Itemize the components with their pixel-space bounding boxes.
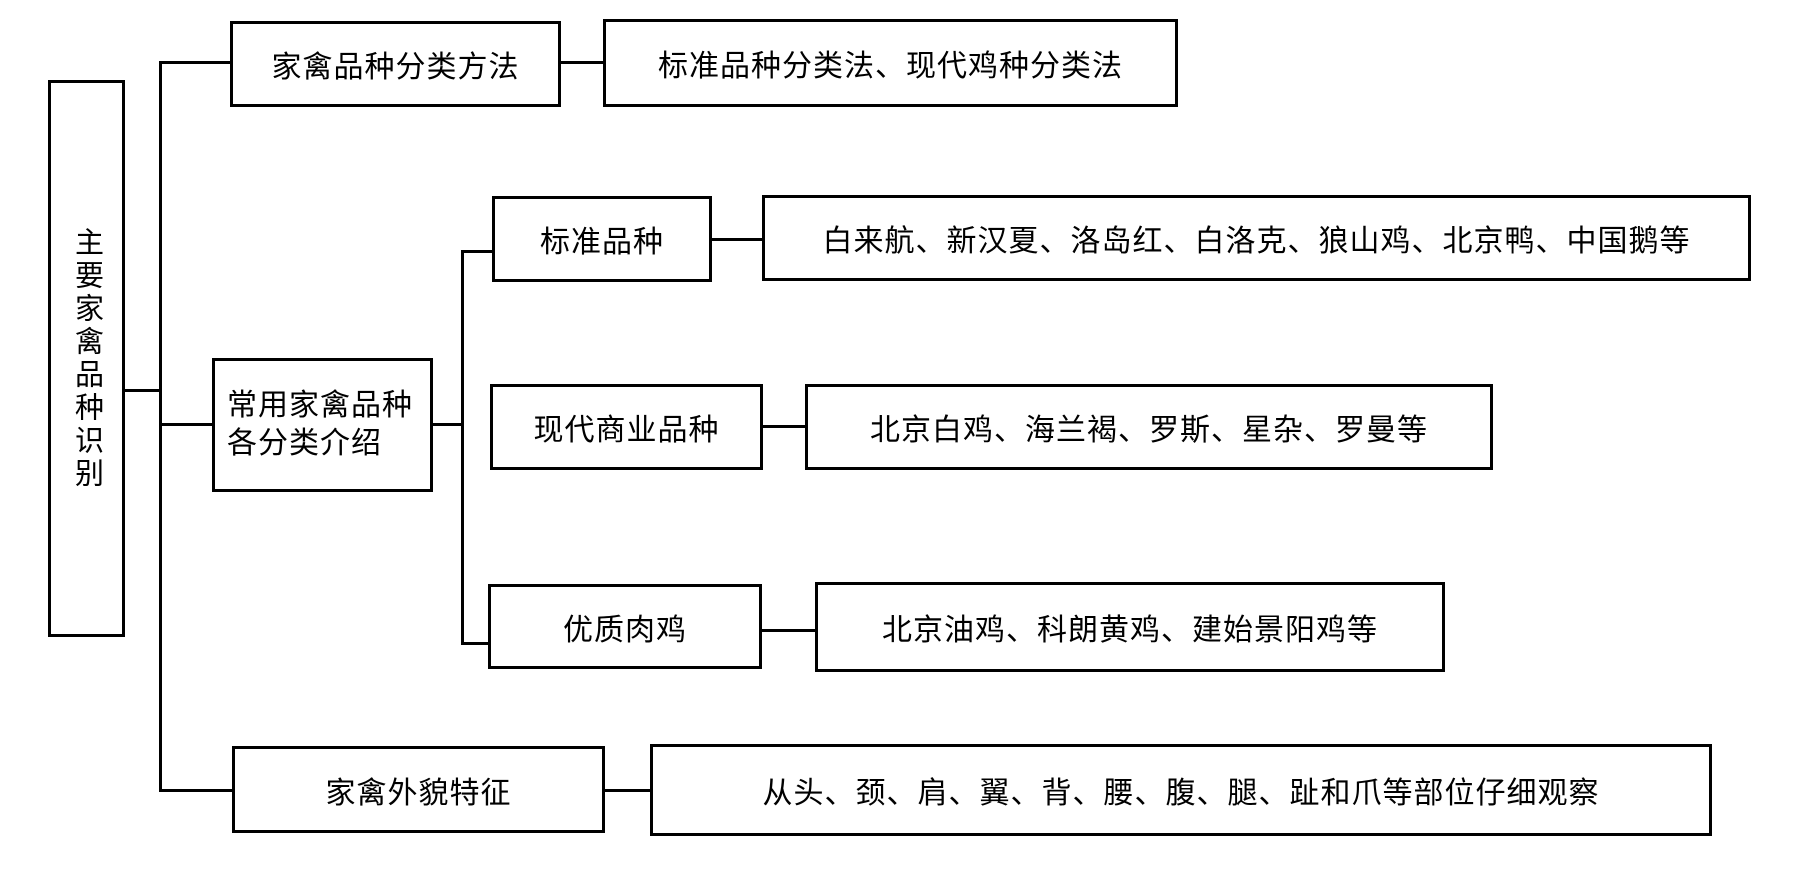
child-commercial-breeds-detail-label: 北京白鸡、海兰褐、罗斯、星杂、罗曼等 [870, 414, 1428, 447]
connector-b-stub [461, 250, 494, 253]
connector-branch3-stub [159, 789, 234, 792]
connector-main-trunk [159, 61, 162, 792]
branch-classification-methods-detail-label: 标准品种分类法、现代鸡种分类法 [658, 50, 1123, 83]
connector-d1-d2-stub [760, 629, 817, 632]
child-standard-breeds-detail: 白来航、新汉夏、洛岛红、白洛克、狼山鸡、北京鸭、中国鹅等 [762, 195, 1751, 281]
connector-e1-e2-stub [603, 789, 650, 792]
child-standard-breeds-detail-label: 白来航、新汉夏、洛岛红、白洛克、狼山鸡、北京鸭、中国鹅等 [822, 225, 1691, 258]
connector-branch2-stub [159, 423, 214, 426]
connector-sub-trunk [461, 250, 464, 645]
child-quality-meat-chicken-detail-label: 北京油鸡、科朗黄鸡、建始景阳鸡等 [882, 614, 1378, 647]
connector-a1-a2-stub [559, 61, 605, 64]
child-commercial-breeds-node: 现代商业品种 [490, 384, 763, 470]
connector-root-stub [123, 389, 161, 392]
category-introduction-label-line1: 常用家禽品种 [227, 388, 413, 422]
branch-category-introduction-label: 常用家禽品种各分类介绍 [227, 387, 413, 464]
connector-b1-b2-stub [710, 238, 764, 241]
branch-category-introduction-node: 常用家禽品种各分类介绍 [212, 358, 433, 492]
child-quality-meat-chicken-node: 优质肉鸡 [488, 584, 762, 669]
child-quality-meat-chicken-detail: 北京油鸡、科朗黄鸡、建始景阳鸡等 [815, 582, 1445, 672]
root-node-label: 主要家禽品种识别 [70, 226, 103, 491]
branch-appearance-features-detail-label: 从头、颈、肩、翼、背、腰、腹、腿、趾和爪等部位仔细观察 [762, 777, 1600, 810]
branch-appearance-features-node: 家禽外貌特征 [232, 746, 605, 833]
root-node: 主要家禽品种识别 [48, 80, 125, 637]
child-quality-meat-chicken-label: 优质肉鸡 [563, 613, 687, 647]
branch-classification-methods-detail: 标准品种分类法、现代鸡种分类法 [603, 19, 1178, 107]
child-commercial-breeds-detail: 北京白鸡、海兰褐、罗斯、星杂、罗曼等 [805, 384, 1493, 470]
category-introduction-label-line2: 各分类介绍 [227, 427, 382, 460]
branch-appearance-features-detail: 从头、颈、肩、翼、背、腰、腹、腿、趾和爪等部位仔细观察 [650, 744, 1712, 836]
child-commercial-breeds-label: 现代商业品种 [533, 414, 720, 447]
child-standard-breeds-node: 标准品种 [492, 196, 712, 282]
branch-classification-methods-node: 家禽品种分类方法 [230, 21, 561, 107]
branch-classification-methods-label: 家禽品种分类方法 [271, 51, 520, 84]
connector-branch1-stub [159, 61, 232, 64]
connector-c1-c2-stub [761, 425, 807, 428]
branch-appearance-features-label: 家禽外貌特征 [325, 776, 512, 810]
child-standard-breeds-label: 标准品种 [540, 226, 664, 259]
connector-parent-subtrunk [431, 423, 464, 426]
connector-d-stub [461, 642, 490, 645]
